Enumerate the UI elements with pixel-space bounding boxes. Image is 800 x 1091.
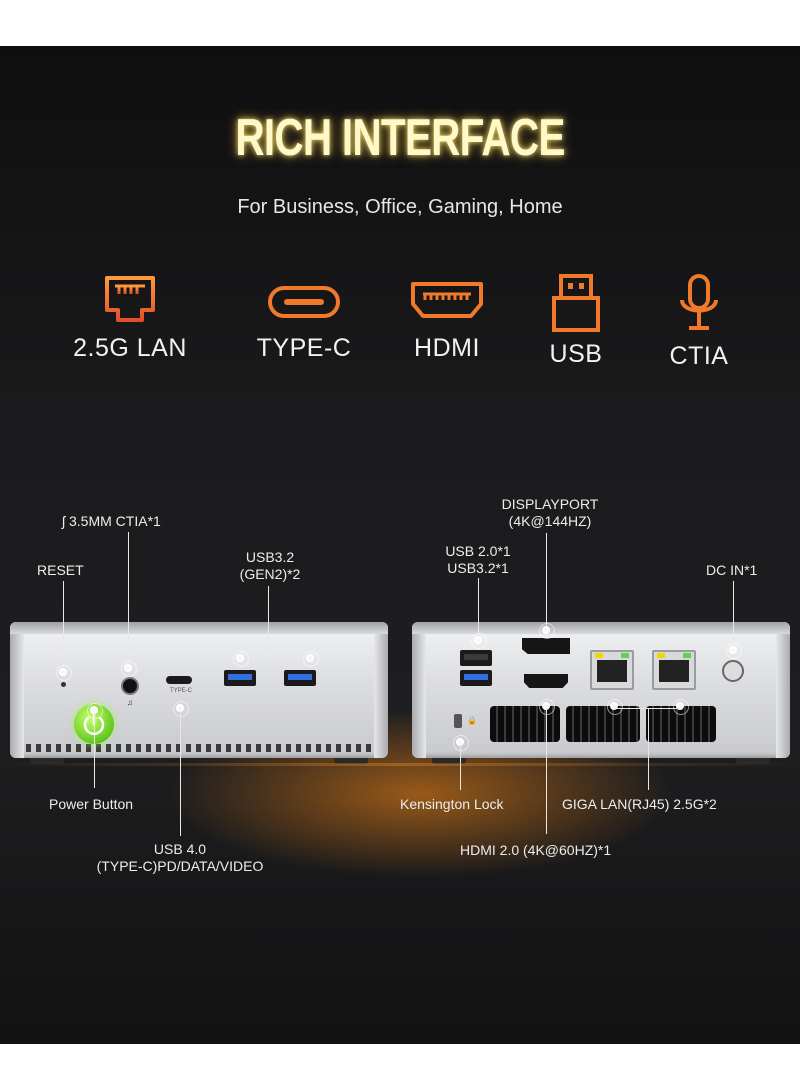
microphone-icon (680, 274, 718, 330)
banner-title: RICH INTERFACE (235, 109, 565, 167)
product-banner: RICH INTERFACE For Business, Office, Gam… (0, 46, 800, 1044)
feature-lan: 2.5G LAN (60, 272, 200, 363)
usb32-port-rear[interactable] (460, 670, 492, 686)
usb32-label: USB3.2 (GEN2)*2 (239, 549, 301, 582)
feature-label: USB (549, 340, 603, 368)
usb4-label: USB 4.0 (TYPE-C)PD/DATA/VIDEO (96, 841, 264, 874)
kensington-slot[interactable] (454, 714, 462, 728)
feature-usb: USB (506, 272, 646, 369)
usb2-port-rear[interactable] (460, 650, 492, 666)
front-panel (10, 622, 388, 758)
feature-label: 2.5G LAN (73, 334, 187, 362)
dc-in-label: DC IN*1 (706, 562, 758, 578)
hdmi-port[interactable] (524, 674, 568, 688)
lan-port-1[interactable] (590, 650, 634, 690)
lock-icon: 🔒 (467, 716, 477, 725)
ctia-label: ʃ 3.5MM CTIA*1 (62, 513, 161, 529)
usb-a-port-icon (552, 274, 600, 332)
hdmi-port-icon (411, 282, 483, 318)
usb-c-port-front[interactable] (166, 676, 192, 684)
feature-typec: TYPE-C (234, 272, 374, 363)
lan-label: GIGA LAN(RJ45) 2.5G*2 (562, 796, 717, 812)
kensington-label: Kensington Lock (400, 796, 504, 812)
headphone-icon: ♫ (127, 698, 133, 707)
reset-pinhole[interactable] (61, 682, 66, 687)
feature-hdmi: HDMI (377, 272, 517, 363)
feature-label: CTIA (669, 342, 729, 370)
rear-usb-label: USB 2.0*1 USB3.2*1 (445, 543, 511, 576)
hdmi-label: HDMI 2.0 (4K@60HZ)*1 (460, 842, 612, 858)
audio-jack[interactable] (121, 677, 139, 695)
power-button-label: Power Button (49, 796, 134, 812)
usb-a-port-front-1[interactable] (224, 670, 256, 686)
usb-c-port-icon (268, 286, 340, 318)
type-c-print: TYPE-C (170, 688, 193, 694)
feature-ctia: CTIA (629, 272, 769, 371)
usb-a-port-front-2[interactable] (284, 670, 316, 686)
reset-label: RESET (37, 562, 84, 578)
displayport-port[interactable] (522, 638, 570, 654)
lan-port-2[interactable] (652, 650, 696, 690)
banner-subtitle: For Business, Office, Gaming, Home (237, 196, 563, 218)
ethernet-port-icon (105, 276, 155, 322)
feature-label: HDMI (414, 334, 480, 362)
vent-grille-2 (566, 706, 640, 742)
displayport-label: DISPLAYPORT (4K@144HZ) (501, 496, 599, 529)
vent-grille (26, 744, 372, 752)
feature-label: TYPE-C (256, 334, 352, 362)
dc-in-port[interactable] (722, 660, 744, 682)
